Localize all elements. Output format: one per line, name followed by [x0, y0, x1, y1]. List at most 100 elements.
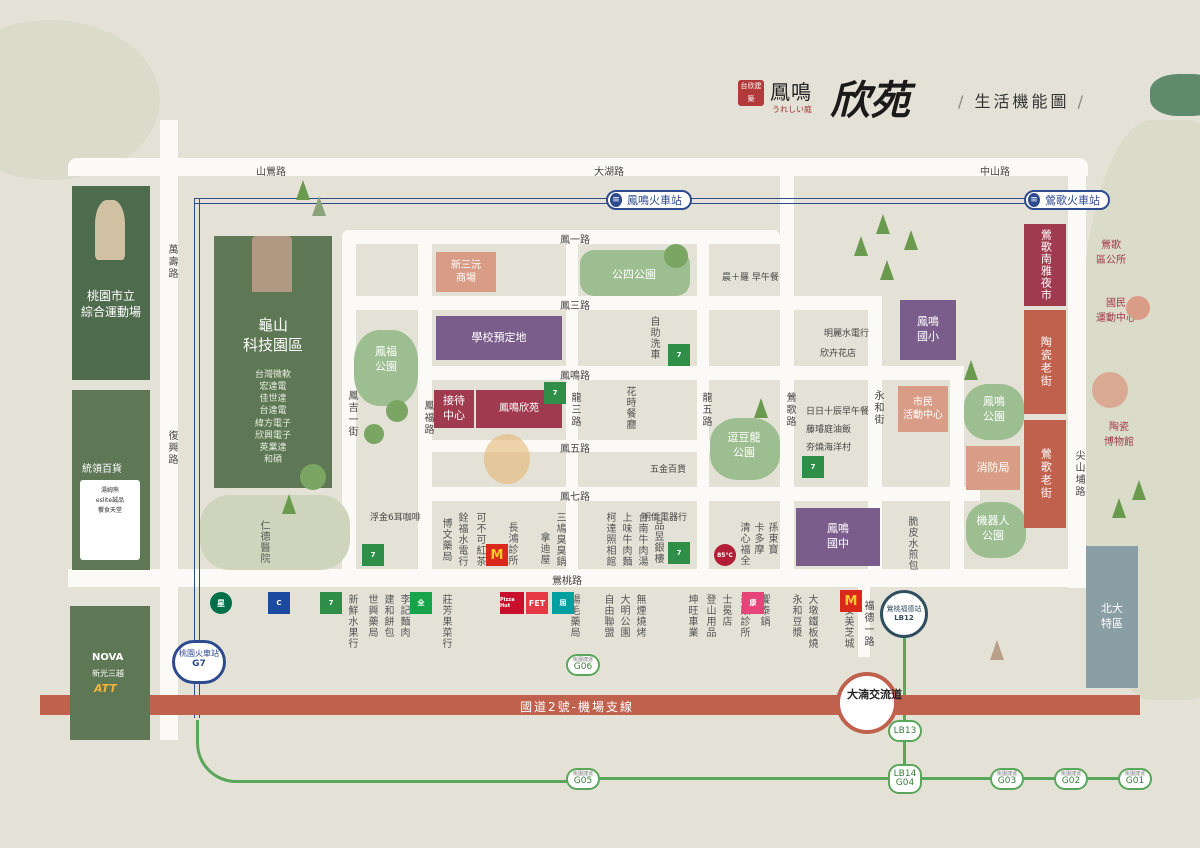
doudoulong-label: 逗豆龍 公園	[727, 431, 761, 459]
poi-zaoan: 早安美芝城	[842, 594, 853, 649]
poi-pinyou: 品昱銀樓	[652, 520, 663, 564]
tree-round	[386, 400, 408, 422]
poi-taiwan-beef: 台南牛肉湯	[636, 512, 647, 567]
tree-icon	[876, 214, 890, 234]
giraffe-scooter	[484, 434, 530, 484]
tree-icon	[1112, 498, 1126, 518]
danan-interchange[interactable]: 大湳交流道	[836, 672, 902, 734]
label-yingge: 鶯歌路	[784, 392, 795, 428]
fengming-elem-label: 鳳鳴 國小	[917, 315, 939, 343]
ceramic-old-street: 陶瓷老街	[1024, 310, 1066, 414]
label-fengsan: 鳳三路	[560, 301, 590, 312]
road-fengming-east	[950, 366, 964, 576]
tree-icon	[990, 640, 1004, 660]
fengming-elementary: 鳳鳴 國小	[900, 300, 956, 360]
doudoulong-park	[710, 418, 780, 480]
fengming-park-label-box: 鳳鳴 公園	[964, 392, 1024, 428]
g05-line-tag: 桃園捷運	[572, 771, 593, 777]
poi-qingxin: 清心福全	[738, 522, 749, 566]
poi-shijie: 世興藥局	[366, 594, 377, 638]
robot-park-label-box: 機器人 公園	[966, 512, 1020, 546]
mrt-lb13[interactable]: LB13	[888, 720, 922, 742]
fengfu-park-label-box: 鳳福 公園	[354, 340, 418, 380]
fengming-park	[964, 384, 1024, 440]
mcdonalds-icon-1: M	[486, 544, 508, 566]
shop-shinkong: 新光三越	[92, 669, 124, 678]
mrt-green-line	[196, 720, 579, 783]
poi-kebuke: 可不可紅茶	[474, 512, 485, 567]
poi-ririshi: 日日十辰早午餐	[806, 407, 870, 417]
reception-label: 接待 中心	[443, 394, 465, 422]
fengming-station[interactable]: ≡鳳鳴火車站	[606, 190, 692, 210]
poi-kezhan: 柯達照相館	[604, 512, 615, 567]
seven-eleven-icon-3: 7	[362, 544, 384, 566]
poi-quanfu: 銓福水電行	[456, 512, 467, 567]
poi-mingli: 明麗水電行	[824, 329, 870, 339]
lb14-label: LB14	[893, 769, 917, 779]
fire-station: 消防局	[966, 446, 1020, 490]
label-dahu: 大湖路	[594, 167, 624, 178]
yingtao-fude-station[interactable]: 鶯桃福德站 LB12	[880, 590, 928, 638]
ceramic-old-label: 陶瓷老街	[1039, 336, 1053, 388]
yingge-old-label: 鶯歌老街	[1039, 448, 1053, 500]
watsons-icon: 屈	[552, 592, 574, 614]
lb13-label: LB13	[893, 725, 917, 736]
poi-yonghe-soy: 永和豆漿	[790, 594, 801, 638]
runner-icon	[95, 200, 125, 260]
poi-nadiwu: 拿迪屋	[538, 532, 549, 565]
g03-label: G03	[997, 776, 1017, 786]
g02-label: G02	[1061, 776, 1081, 786]
poi-sanxian: 三鳩臭臭鍋	[554, 512, 565, 567]
g01-line-tag: 桃園捷運	[1124, 771, 1145, 777]
g06-label: G06	[573, 662, 593, 672]
poi-huashi: 花時餐廳	[624, 386, 635, 430]
label-jianshan: 尖山埔路	[1073, 450, 1084, 498]
poi-shangwei: 上味牛肉麵	[620, 512, 631, 567]
poi-jianhe: 建和餅包	[382, 594, 393, 638]
road-longsan	[566, 244, 578, 574]
poi-yangmao: 楊毛藥局	[568, 594, 579, 638]
cosmed-icon: 康	[742, 592, 764, 614]
fengming-park-label: 鳳鳴 公園	[983, 395, 1005, 423]
seven-eleven-icon-2: 7	[668, 542, 690, 564]
road-right-v	[1068, 158, 1086, 588]
yingge-night-market: 鶯歌南雅夜市	[1024, 224, 1066, 306]
yingge-district-office: 鶯歌 區公所	[1096, 240, 1126, 266]
taoyuan-station[interactable]: 桃園火車站 G7	[172, 640, 226, 684]
tree-round	[1126, 296, 1150, 320]
shop-a: 湯姆熊	[100, 487, 119, 494]
robot-park	[966, 502, 1026, 558]
label-shanying: 山鶯路	[256, 167, 286, 178]
label-wanshou: 萬壽路	[166, 244, 177, 280]
tree-icon	[296, 180, 310, 200]
project-name: 欣苑	[830, 77, 910, 124]
tree-round	[1092, 372, 1128, 408]
label-yingtao: 鶯桃路	[552, 576, 582, 587]
poi-dayi: 大墩鐵板燒	[806, 594, 817, 649]
poi-xinshun: 新順診所	[738, 594, 749, 638]
poi-kaduo: 卡多摩	[752, 522, 763, 555]
fengming-station-label: 鳳鳴火車站	[627, 194, 682, 207]
citizen-center: 市民 活動中心	[898, 386, 948, 432]
xinsanyuan-label: 新三沅 商場	[451, 259, 481, 285]
yingge-station[interactable]: ≡鶯歌火車站	[1024, 190, 1110, 210]
g03-line-tag: 桃園捷運	[996, 771, 1017, 777]
fengming-junior: 鳳鳴 國中	[796, 508, 880, 566]
poi-chenluo: 晨＋羅 早午餐	[722, 273, 779, 283]
carrefour-icon: C	[268, 592, 290, 614]
poi-dengshan: 登山用品	[704, 594, 715, 638]
taoyuan-station-code: G7	[192, 659, 206, 670]
label-fude: 福德一路	[862, 600, 873, 648]
ceramic-museum: 陶瓷 博物館	[1104, 422, 1134, 448]
poi-shiyiquan: 仁德醫院	[258, 520, 269, 564]
label-fuxing: 復興路	[166, 430, 177, 466]
poi-zizhuxiche: 自助洗車	[648, 316, 659, 360]
poi-fuyuzhi: 浮金6耳咖啡	[370, 513, 421, 523]
poi-pipi: 脆皮水煎包	[906, 516, 917, 571]
